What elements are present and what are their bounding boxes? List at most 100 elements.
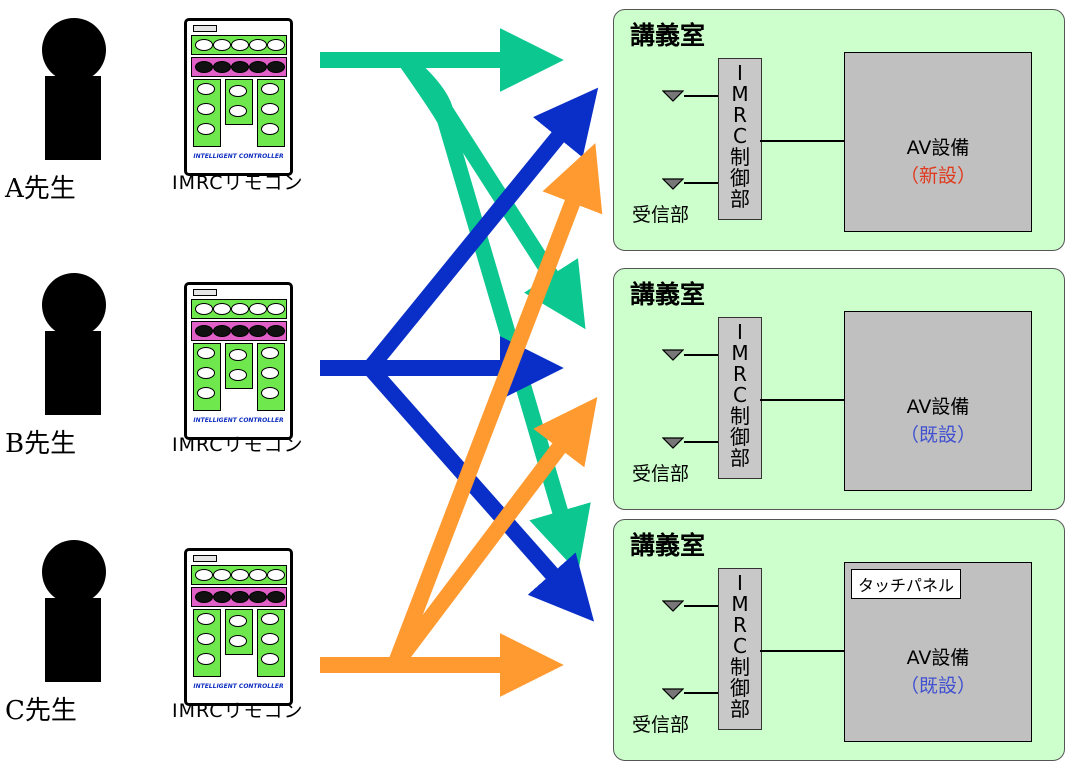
remote-button-icon — [197, 367, 215, 379]
teacher-a-figure: A先生 — [5, 18, 106, 208]
remote-button-icon — [213, 39, 231, 51]
remote-button-icon — [197, 103, 215, 115]
remote-button-icon — [249, 39, 267, 51]
remote-button-icon — [267, 325, 285, 337]
receiver-label: 受信部 — [632, 714, 690, 736]
remote-button-icon — [229, 85, 247, 97]
av-title: AV設備 — [906, 396, 970, 418]
sensor-icon — [662, 90, 684, 102]
sensor-line — [684, 182, 718, 184]
remote-button-icon — [261, 613, 279, 625]
person-head-icon — [42, 273, 106, 337]
remote-button-icon — [231, 325, 249, 337]
remote-button-icon — [231, 569, 249, 581]
remote-button-icon — [261, 387, 279, 399]
remote-button-icon — [249, 569, 267, 581]
remote-button-icon — [231, 303, 249, 315]
teacher-c-label: C先生 — [5, 696, 77, 726]
remote-brand: INTELLIGENT CONTROLLER — [193, 417, 284, 424]
room-title: 講義室 — [630, 531, 706, 560]
remote-button-icon — [197, 83, 215, 95]
remote-label-b: IMRCリモコン — [172, 434, 304, 456]
av-equipment: タッチパネル AV設備 （既設） — [844, 562, 1032, 742]
remote-button-icon — [229, 635, 247, 647]
remote-button-icon — [197, 653, 215, 665]
remote-button-icon — [195, 303, 213, 315]
remote-button-icon — [229, 615, 247, 627]
remote-control-b: INTELLIGENT CONTROLLER — [184, 282, 293, 440]
remote-button-icon — [249, 61, 267, 73]
remote-button-icon — [213, 61, 231, 73]
sensor-icon — [662, 349, 684, 361]
arrow-a-to-room3 — [398, 55, 591, 573]
remote-button-icon — [261, 367, 279, 379]
controller-av-line — [760, 399, 844, 401]
person-head-icon — [42, 18, 106, 82]
av-status: （新設） — [899, 165, 976, 187]
remote-button-icon — [267, 39, 285, 51]
remote-button-icon — [267, 569, 285, 581]
remote-button-icon — [261, 123, 279, 135]
arrow-c-to-room2 — [388, 397, 598, 670]
sensor-line — [684, 605, 718, 607]
av-status: （既設） — [899, 675, 976, 697]
teacher-c-figure: C先生 — [5, 540, 106, 730]
remote-label-c: IMRCリモコン — [172, 700, 304, 722]
remote-button-icon — [229, 105, 247, 117]
remote-button-icon — [229, 349, 247, 361]
sensor-line — [684, 95, 718, 97]
av-title: AV設備 — [906, 647, 970, 669]
teacher-a-label: A先生 — [5, 174, 76, 204]
remote-button-icon — [261, 653, 279, 665]
teacher-c-arrows — [320, 143, 603, 697]
remote-button-icon — [231, 61, 249, 73]
remote-button-icon — [229, 369, 247, 381]
remote-led — [193, 289, 217, 296]
remote-control-a: INTELLIGENT CONTROLLER — [184, 18, 293, 176]
av-status: （既設） — [899, 424, 976, 446]
remote-button-icon — [267, 591, 285, 603]
av-title: AV設備 — [906, 137, 970, 159]
remote-button-icon — [249, 591, 267, 603]
remote-button-icon — [213, 591, 231, 603]
arrow-c-to-room1 — [387, 143, 603, 668]
remote-button-icon — [195, 61, 213, 73]
remote-button-icon — [261, 633, 279, 645]
remote-button-icon — [197, 387, 215, 399]
remote-button-icon — [261, 103, 279, 115]
sensor-icon — [662, 600, 684, 612]
sensor-icon — [662, 178, 684, 190]
receiver-label: 受信部 — [632, 204, 690, 226]
sensor-line — [684, 354, 718, 356]
person-body-icon — [45, 598, 101, 682]
sensor-icon — [662, 437, 684, 449]
teacher-b-figure: B先生 — [5, 273, 106, 463]
touch-panel: タッチパネル — [851, 569, 962, 599]
remote-button-icon — [213, 325, 231, 337]
person-body-icon — [45, 76, 101, 160]
teacher-a-arrows — [320, 28, 591, 573]
room-title: 講義室 — [630, 21, 706, 50]
remote-brand: INTELLIGENT CONTROLLER — [193, 153, 284, 160]
remote-control-c: INTELLIGENT CONTROLLER — [184, 548, 293, 706]
sensor-line — [684, 441, 718, 443]
controller-av-line — [760, 650, 844, 652]
remote-button-icon — [197, 123, 215, 135]
room-title: 講義室 — [630, 280, 706, 309]
remote-led — [193, 555, 217, 562]
remote-button-icon — [249, 325, 267, 337]
av-equipment: AV設備 （新設） — [844, 52, 1032, 232]
remote-button-icon — [195, 39, 213, 51]
remote-button-icon — [261, 83, 279, 95]
remote-button-icon — [231, 39, 249, 51]
remote-button-icon — [267, 61, 285, 73]
sensor-line — [684, 692, 718, 694]
